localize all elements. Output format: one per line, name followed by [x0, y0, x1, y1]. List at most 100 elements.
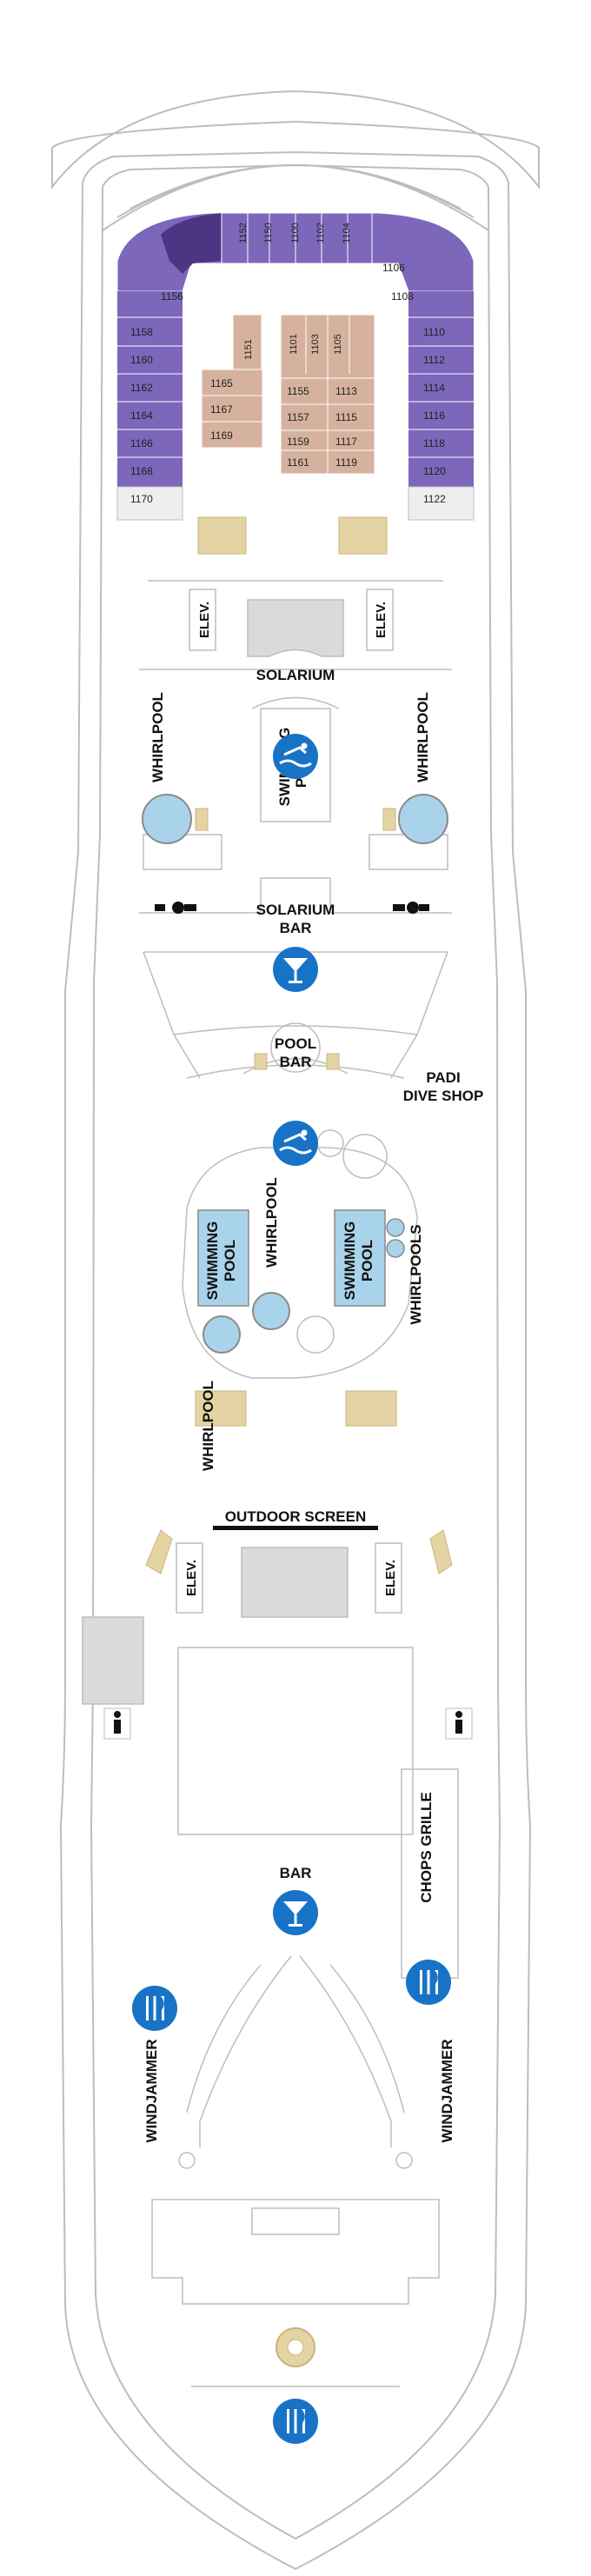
- cabin-label: 1159: [287, 436, 309, 448]
- whirlpool-label: WHIRLPOOL: [263, 1177, 280, 1268]
- cabin-1154: [161, 213, 222, 274]
- cabin-label: 1114: [423, 382, 445, 394]
- elevator-right: [366, 589, 394, 651]
- pool-label-pool: POOL: [359, 1240, 375, 1281]
- whirlpool: [386, 1239, 405, 1258]
- cabins-purple: [116, 212, 475, 521]
- outdoor-screen-bar: [213, 1526, 378, 1530]
- windjammer-label: WINDJAMMER: [439, 2040, 455, 2143]
- windjammer-label: WINDJAMMER: [143, 2040, 160, 2143]
- cabin-label: 1105: [333, 334, 343, 355]
- cabin-label: 1150: [263, 223, 274, 243]
- bar-label: BAR: [280, 1865, 312, 1881]
- whirlpool: [386, 1218, 405, 1237]
- main-pools: SWIMMING POOL SWIMMING POOL WHIRLPOOL WH…: [197, 1177, 424, 1471]
- cocktail-icon: [273, 947, 318, 992]
- restroom-icon: [103, 1707, 131, 1740]
- swimming-pool-right: [334, 1209, 386, 1307]
- solarium-area: [139, 580, 452, 914]
- dining-icon: [406, 1960, 451, 2005]
- elevator-label: ELEV.: [184, 1560, 199, 1596]
- solarium-bar-label: SOLARIUM: [256, 902, 335, 918]
- swimming-icon: [273, 734, 318, 779]
- cabin-label: 1113: [335, 385, 357, 397]
- cabin-label: 1169: [210, 429, 233, 442]
- cabin-label: 1117: [335, 436, 357, 448]
- cabin-label: 1152: [238, 223, 249, 243]
- cabin-label: 1110: [423, 326, 445, 338]
- cabin-label: 1116: [423, 409, 445, 422]
- cabin-column-right: [408, 291, 474, 487]
- cabin-label: 1154: [209, 261, 231, 273]
- cabin-label: 1162: [130, 382, 153, 394]
- stairs-icon: [276, 2327, 315, 2367]
- padi-label: PADI: [426, 1069, 460, 1086]
- cabin-numbers: 1154 1152 1150 1100 1102 1104 1106 1156 …: [130, 223, 446, 505]
- ship-hull: [51, 90, 540, 2571]
- cabin-label: 1106: [382, 262, 405, 274]
- pool-bar-label: POOL: [275, 1035, 316, 1052]
- dive-shop-label: DIVE SHOP: [403, 1088, 484, 1104]
- elevator-label: ELEV.: [383, 1560, 398, 1596]
- swimming-pool-left: [197, 1209, 249, 1307]
- cabin-block-left: [201, 369, 263, 449]
- cabin-label: 1158: [130, 326, 153, 338]
- cabin-label: 1101: [289, 334, 299, 355]
- cabin-label: 1167: [210, 403, 233, 416]
- cabin-label: 1166: [130, 437, 153, 449]
- cabin-label: 1168: [130, 465, 153, 477]
- elevator-label: ELEV.: [197, 602, 212, 638]
- cabin-label: 1115: [335, 411, 357, 423]
- cabin-label: 1112: [423, 354, 445, 366]
- solarium-label: SOLARIUM: [256, 667, 335, 683]
- cabin-label: 1155: [287, 385, 309, 397]
- pool-bar-label: BAR: [280, 1054, 312, 1070]
- stairs: [145, 1529, 453, 1574]
- whirlpool: [296, 1315, 335, 1354]
- dining-icon: [132, 1986, 177, 2031]
- restroom-icon: [445, 1707, 473, 1740]
- cabin-label: 1170: [130, 493, 153, 505]
- outdoor-screen-label: OUTDOOR SCREEN: [225, 1508, 366, 1525]
- stairs: [254, 1053, 340, 1070]
- solarium-bar-label: BAR: [280, 920, 312, 936]
- whirlpool-label: WHIRLPOOL: [149, 692, 166, 782]
- restroom-icon: [155, 902, 196, 914]
- whirlpool: [252, 1292, 290, 1330]
- cabin-label: 1151: [243, 339, 254, 360]
- cabin-label: 1104: [342, 223, 352, 243]
- whirlpools-label: WHIRLPOOLS: [408, 1224, 424, 1324]
- cabin-column-left: [117, 291, 183, 487]
- cocktail-icon: [273, 1890, 318, 1935]
- cabin-label: 1119: [335, 456, 357, 469]
- cabin-label: 1165: [210, 377, 233, 389]
- cabin-label: 1103: [310, 334, 321, 355]
- cabin-label: 1120: [423, 465, 446, 477]
- cabin-label: 1156: [161, 290, 183, 303]
- cabin-label: 1157: [287, 411, 309, 423]
- cabin-label: 1161: [287, 456, 309, 469]
- whirlpool: [398, 794, 448, 844]
- pool-label-swimming: SWIMMING: [342, 1221, 358, 1301]
- pool-label-pool: POOL: [222, 1240, 238, 1281]
- elevator-left: [176, 1542, 203, 1614]
- pool-label-swimming: SWIMMING: [204, 1221, 221, 1301]
- cabin-label: 1118: [423, 437, 445, 449]
- cabins-tan: [201, 314, 375, 475]
- whirlpool-label: WHIRLPOOL: [415, 692, 431, 782]
- elevator-right: [375, 1542, 402, 1614]
- cabin-label: 1164: [130, 409, 153, 422]
- cabin-label: 1108: [391, 290, 414, 303]
- whirlpool: [142, 794, 192, 844]
- whirlpool: [203, 1315, 241, 1354]
- elevator-labels: ELEV. ELEV.: [197, 602, 388, 638]
- chops-grille-label: CHOPS GRILLE: [418, 1792, 435, 1903]
- elevator-area: [82, 1542, 414, 1835]
- elevator-label: ELEV.: [374, 602, 388, 638]
- dining-icon: [273, 2399, 318, 2444]
- cabin-label: 1102: [315, 223, 326, 243]
- whirlpool-label: WHIRLPOOL: [200, 1381, 216, 1471]
- elevator-left: [189, 589, 216, 651]
- restroom-icon: [393, 902, 429, 914]
